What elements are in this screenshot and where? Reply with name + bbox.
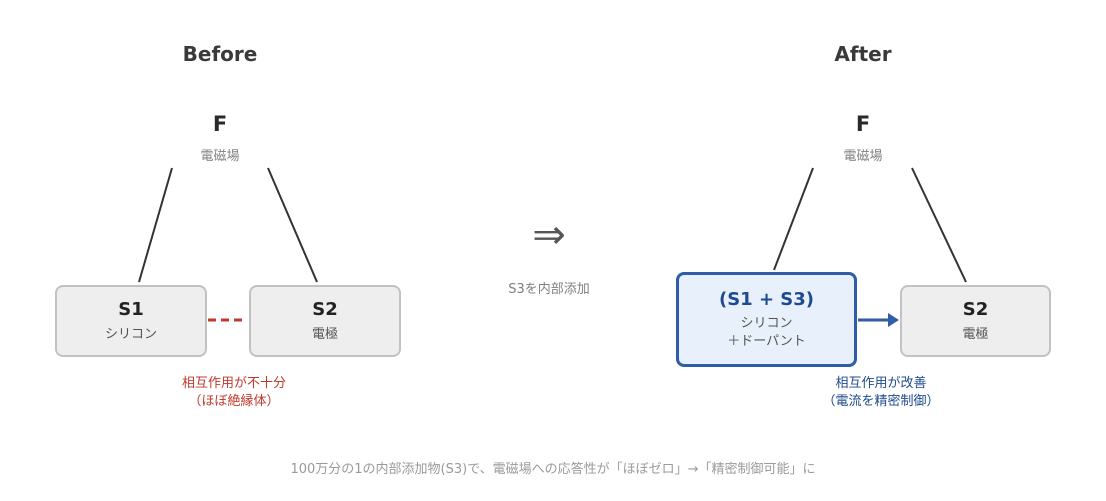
before-heading: Before [182,42,258,66]
after-arrowhead-icon [888,313,899,327]
before-field-label: F [212,112,228,136]
after-s2-box: S2 電極 [900,285,1051,357]
transition-caption: S3を内部添加 [508,282,590,297]
after-f-s2-line [911,167,967,283]
after-heading: After [834,42,892,66]
before-s2-sub: 電極 [311,326,338,342]
before-s1-title: S1 [118,298,144,320]
after-field-sub: 電磁場 [843,149,883,164]
before-s1-sub: シリコン [104,326,157,342]
after-s2-title: S2 [962,298,989,320]
after-field-label: F [855,112,871,136]
after-s13-box: (S1 + S3) シリコン ＋ドーパント [676,272,857,367]
before-interaction-note: 相互作用が不十分 （ほぼ絶縁体） [124,375,344,411]
after-s13-title: (S1 + S3) [718,288,815,310]
transition-arrow-icon: ⇒ [532,212,566,258]
before-field-sub: 電磁場 [200,149,240,164]
before-s2-box: S2 電極 [249,285,401,357]
before-s1-box: S1 シリコン [55,285,207,357]
after-s13-sub-line2: ＋ドーパント [727,333,806,349]
after-interaction-note: 相互作用が改善 （電流を精密制御） [771,375,991,411]
after-f-s13-line [773,167,814,271]
after-s2-sub: 電極 [962,326,989,342]
before-f-s1-line [138,167,173,283]
after-s13-sub-line1: シリコン [740,315,793,331]
footer-caption: 100万分の1の内部添加物(S3)で、電磁場への応答性が「ほぼゼロ」→「精密制御… [290,462,816,477]
after-interaction-line2: （電流を精密制御） [822,394,940,409]
after-interaction-line1: 相互作用が改善 [835,376,927,391]
before-interaction-line1: 相互作用が不十分 [181,376,286,391]
before-f-s2-line [267,167,318,283]
before-interaction-line2: （ほぼ絶縁体） [188,394,280,409]
after-s13-sub: シリコン ＋ドーパント [727,315,806,351]
before-s2-title: S2 [312,298,338,320]
